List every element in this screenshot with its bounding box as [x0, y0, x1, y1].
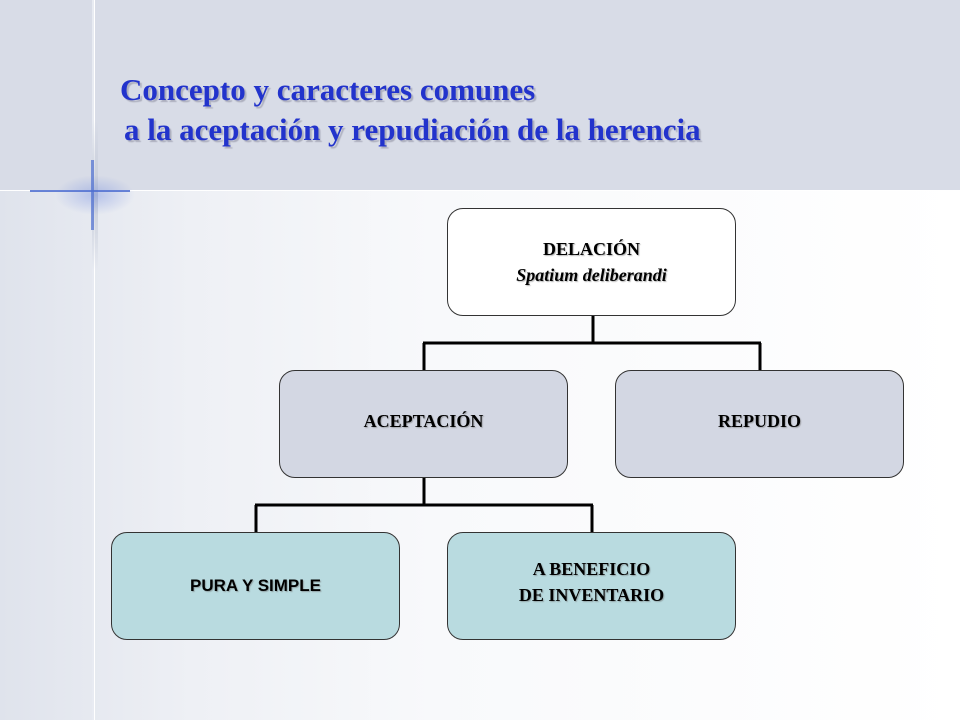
node-aceptacion-label: ACEPTACIÓN	[363, 411, 484, 431]
node-a-beneficio-label-line-1: A BENEFICIO	[532, 559, 651, 579]
node-repudio-label: REPUDIO	[717, 411, 801, 431]
slide-title: Concepto y caracteres comunes a la acept…	[120, 70, 940, 150]
decorative-accent-mark	[91, 160, 94, 230]
node-delacion-label: DELACIÓN	[542, 239, 640, 259]
decorative-shade	[92, 120, 98, 270]
node-delacion: DELACIÓN Spatium deliberandi	[447, 208, 736, 316]
decorative-vertical-highlight	[94, 0, 95, 720]
node-pura-y-simple-label: PURA Y SIMPLE	[190, 576, 321, 595]
node-pura-y-simple: PURA Y SIMPLE	[111, 532, 400, 640]
title-line-1: Concepto y caracteres comunes	[120, 72, 536, 107]
title-line-2: a la aceptación y repudiación de la here…	[124, 112, 701, 147]
node-aceptacion: ACEPTACIÓN	[279, 370, 568, 478]
node-a-beneficio-label-line-2: DE INVENTARIO	[518, 585, 665, 605]
decorative-accent-line	[30, 190, 130, 192]
decorative-glow	[55, 175, 135, 215]
node-repudio: REPUDIO	[615, 370, 904, 478]
header-band	[0, 0, 960, 191]
decorative-vertical-line	[92, 0, 94, 720]
node-a-beneficio-de-inventario: A BENEFICIO DE INVENTARIO	[447, 532, 736, 640]
node-delacion-sublabel: Spatium deliberandi	[516, 265, 667, 285]
